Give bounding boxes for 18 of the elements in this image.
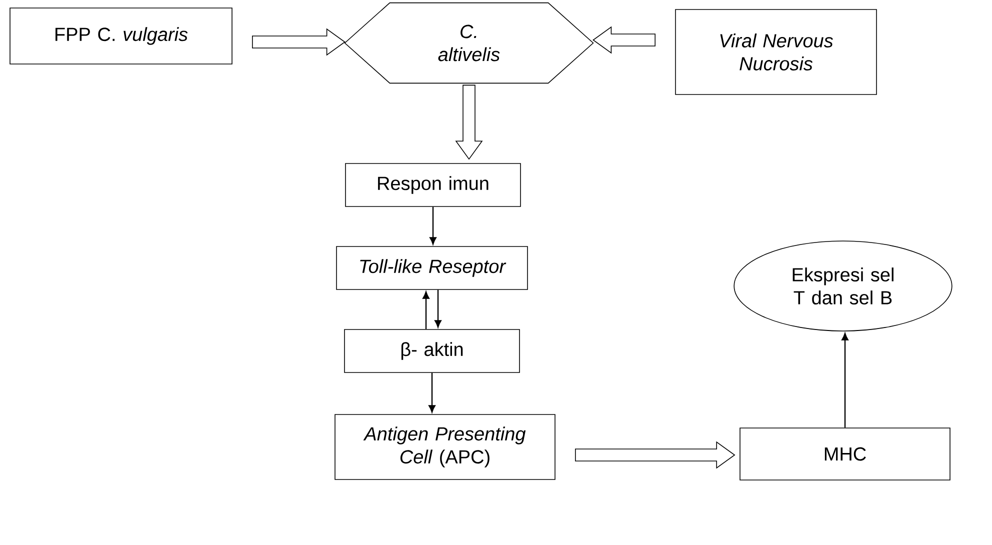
process-box: Respon imun (345, 163, 521, 207)
arrow (434, 290, 442, 328)
arrow (428, 372, 436, 413)
process-box: FPP C. vulgaris (10, 8, 232, 64)
block-arrow (575, 441, 736, 469)
block-arrow (592, 26, 656, 54)
ellipse-node: Ekspresi sel T dan sel B (734, 240, 952, 332)
process-box: Toll-like Reseptor (336, 246, 528, 290)
block-arrow (455, 84, 483, 160)
arrow (842, 332, 848, 428)
process-box: β- aktin (344, 329, 520, 373)
hexagon: C. altivelis (344, 2, 594, 84)
arrow (430, 206, 436, 245)
process-box: MHC (740, 428, 950, 480)
block-arrow (252, 28, 346, 56)
arrow (422, 291, 430, 330)
process-box: Viral Nervous Nucrosis (675, 9, 877, 95)
process-box: Antigen Presenting Cell (APC) (334, 414, 556, 480)
